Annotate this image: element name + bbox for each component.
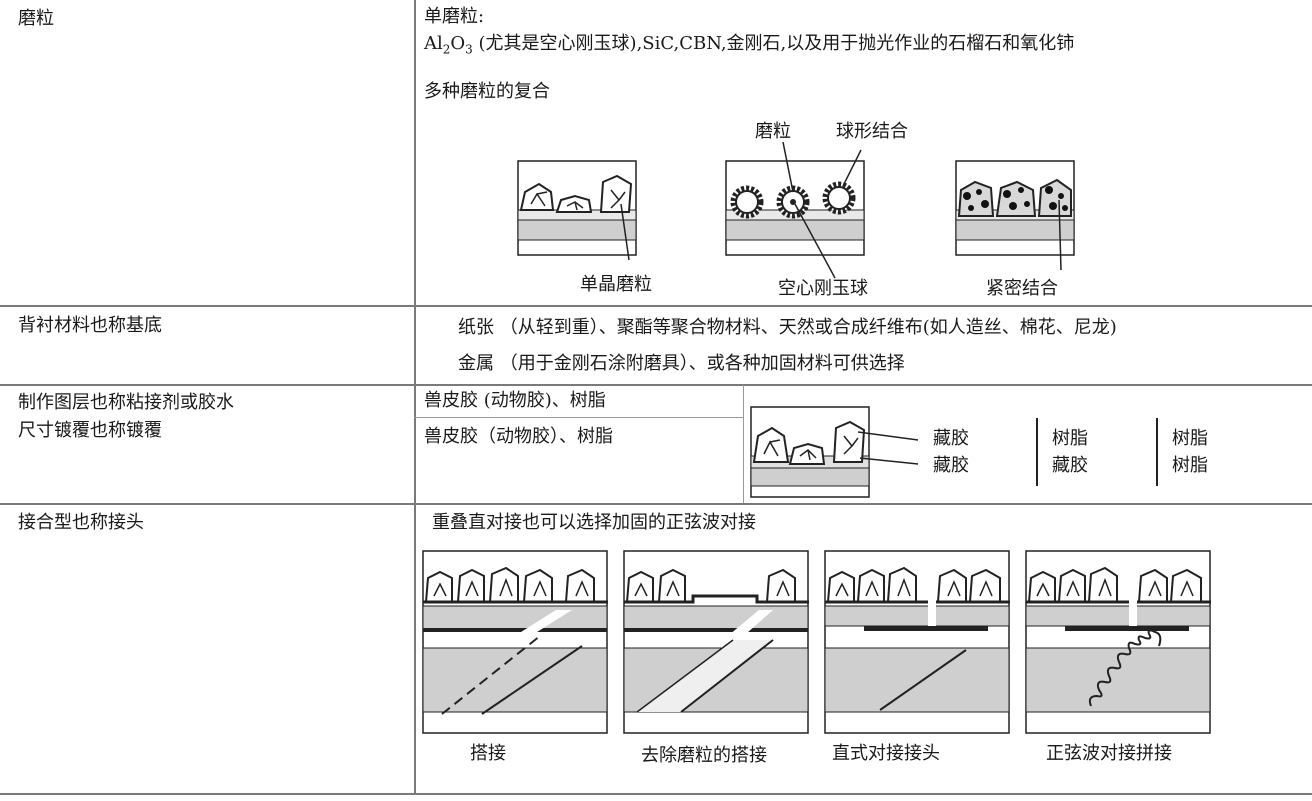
make-size-divider — [414, 417, 744, 418]
combo-col3-a: 树脂 — [1172, 428, 1208, 449]
joint-type-butt: 直式对接接头 — [832, 743, 940, 764]
row-divider-1 — [0, 305, 1312, 307]
row-label-backing: 背衬材料也称基底 — [18, 315, 162, 336]
combo-col1-b: 藏胶 — [933, 455, 969, 476]
fig-label-single-crystal: 单晶磨粒 — [580, 274, 652, 295]
backing-line-2: 金属 （用于金刚石涂附磨具）、或各种加固材料可供选择 — [458, 353, 905, 374]
sine-wave-joint-figure — [1025, 550, 1211, 734]
single-abrasive-title: 单磨粒: — [424, 6, 485, 27]
row-divider-3 — [0, 503, 1312, 505]
combo-col3-b: 树脂 — [1172, 455, 1208, 476]
row-label-make-coat: 制作图层也称粘接剂或胶水 — [18, 392, 234, 413]
single-crystal-grain-figure — [517, 160, 637, 261]
combo-col2-a: 树脂 — [1052, 428, 1088, 449]
fig-label-dense: 紧密结合 — [986, 278, 1058, 299]
joint-type-lap-no-grain: 去除磨粒的搭接 — [641, 745, 767, 766]
joint-type-sine: 正弦波对接拼接 — [1046, 743, 1172, 764]
column-divider — [414, 0, 416, 795]
hollow-sphere-figure — [725, 141, 865, 279]
lap-joint-figure — [422, 550, 608, 734]
fig-label-sphere-bond: 球形结合 — [836, 121, 908, 142]
row-label-size-coat: 尺寸镀覆也称镀覆 — [18, 420, 162, 441]
single-abrasive-list: Al2O3 (尤其是空心刚玉球),SiC,CBN,金刚石,以及用于抛光作业的石榴… — [424, 33, 1075, 57]
row-label-joint: 接合型也称接头 — [18, 512, 144, 533]
row-label-abrasive: 磨粒 — [18, 8, 54, 29]
joint-type-lap: 搭接 — [470, 743, 506, 764]
make-coat-value: 兽皮胶 (动物胶)、树脂 — [424, 390, 606, 411]
combo-col1-a: 藏胶 — [933, 428, 969, 449]
composite-abrasive-title: 多种磨粒的复合 — [424, 81, 550, 102]
dense-bond-figure — [955, 160, 1075, 271]
size-combo-divider — [743, 385, 744, 503]
combo-separator-1 — [1036, 418, 1038, 486]
fig-label-hollow: 空心刚玉球 — [778, 278, 868, 299]
fig-label-grain: 磨粒 — [755, 121, 791, 142]
combo-separator-2 — [1156, 418, 1158, 486]
row-divider-2 — [0, 384, 1312, 386]
lap-joint-no-grain-figure — [623, 550, 809, 734]
coat-layer-figure — [750, 406, 919, 498]
backing-line-1: 纸张 （从轻到重）、聚酯等聚合物材料、天然或合成纤维布(如人造丝、棉花、尼龙) — [458, 317, 1117, 338]
size-coat-value: 兽皮胶（动物胶）、树脂 — [424, 426, 613, 447]
joint-description: 重叠直对接也可以选择加固的正弦波对接 — [432, 512, 756, 533]
combo-col2-b: 藏胶 — [1052, 455, 1088, 476]
butt-joint-figure — [824, 550, 1010, 734]
row-divider-4 — [0, 793, 1312, 795]
